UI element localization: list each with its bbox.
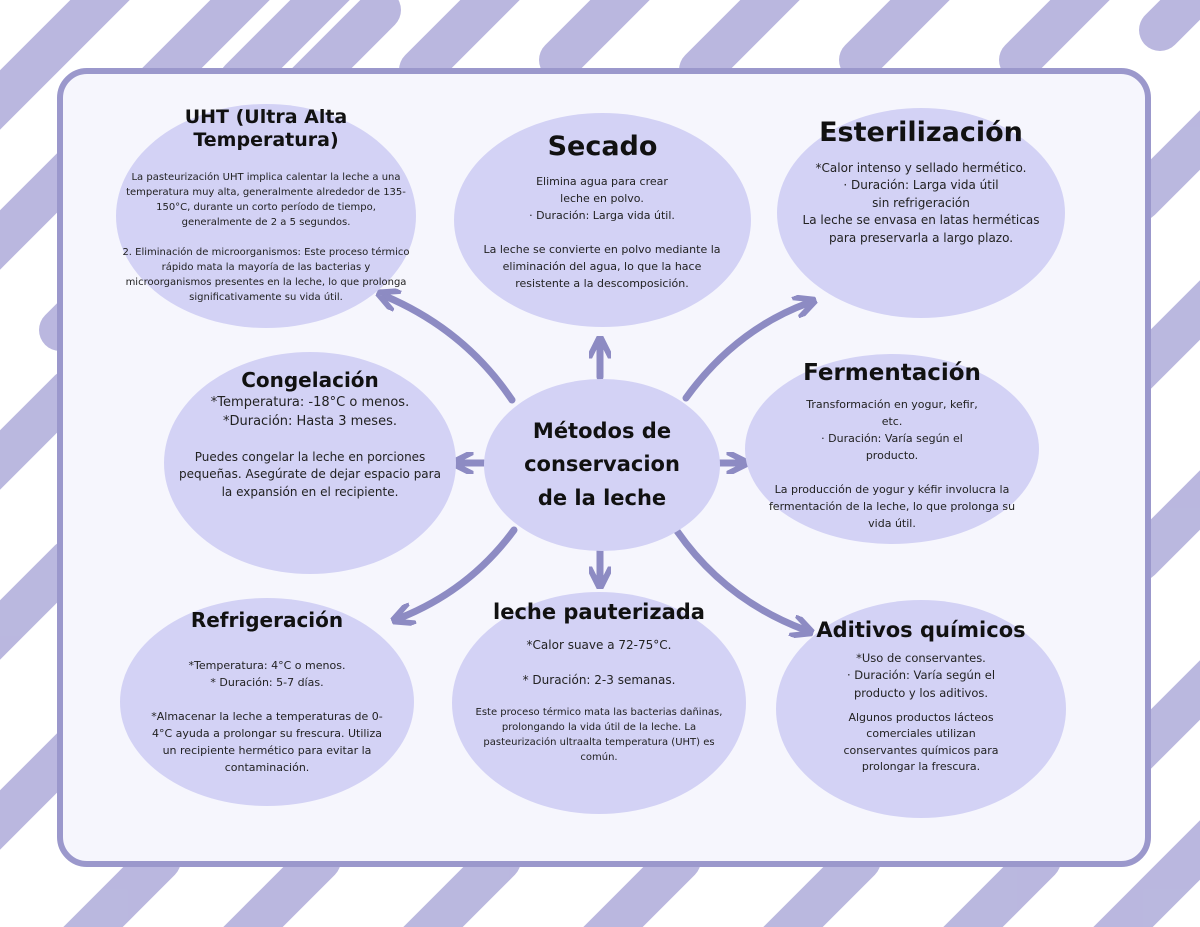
node-uht-text: La pasteurización UHT implica calentar l…	[126, 172, 406, 228]
node-esterilizacion-title: Esterilización	[819, 117, 1023, 148]
node-refrigeracion: Refrigeración *Temperatura: 4°C o menos.…	[120, 598, 414, 806]
node-secado: Secado Elimina agua para crear leche en …	[454, 113, 751, 327]
node-fermentacion: Fermentación Transformación en yogur, ke…	[745, 354, 1039, 544]
node-congelacion-text: *Temperatura: -18°C o menos.	[210, 395, 410, 410]
node-secado-body: Elimina agua para crear leche en polvo. …	[484, 173, 721, 292]
node-refrigeracion-text: * Duración: 5-7 días.	[210, 676, 324, 690]
node-fermentacion-body: Transformación en yogur, kefir, etc. · D…	[767, 396, 1017, 532]
node-congelacion: Congelación *Temperatura: -18°C o menos.…	[164, 352, 456, 574]
node-fermentacion-text: Transformación en yogur, kefir, etc.	[806, 398, 978, 429]
node-fermentacion-title: Fermentación	[803, 360, 981, 386]
node-secado-title: Secado	[547, 131, 658, 162]
node-esterilizacion-text: *Calor intenso y sellado hermético.	[815, 161, 1027, 175]
center-node: Métodos de conservacion de la leche	[484, 379, 720, 551]
node-aditivos: Aditivos químicos *Uso de conservantes. …	[776, 600, 1066, 818]
node-esterilizacion-text: · Duración: Larga vida útil sin refriger…	[843, 178, 999, 210]
node-esterilizacion-body: *Calor intenso y sellado hermético. · Du…	[791, 160, 1051, 247]
node-pauterizada: leche pauterizada *Calor suave a 72-75°C…	[452, 592, 746, 814]
node-aditivos-text: · Duración: Varía según el producto y lo…	[846, 668, 996, 700]
center-title: Métodos de conservacion de la leche	[524, 418, 680, 510]
node-secado-text: Elimina agua para crear leche en polvo.	[536, 175, 668, 206]
node-refrigeracion-text: *Temperatura: 4°C o menos.	[188, 659, 346, 673]
node-congelacion-text: *Duración: Hasta 3 meses.	[223, 413, 397, 429]
node-secado-text: · Duración: Larga vida útil.	[529, 209, 675, 223]
node-pauterizada-body: *Calor suave a 72-75°C. * Duración: 2-3 …	[466, 636, 732, 765]
node-pauterizada-text: * Duración: 2-3 semanas.	[522, 672, 676, 687]
node-aditivos-title: Aditivos químicos	[816, 618, 1026, 642]
node-aditivos-text: *Uso de conservantes.	[856, 651, 986, 665]
node-esterilizacion: Esterilización *Calor intenso y sellado …	[777, 108, 1065, 318]
node-refrigeracion-title: Refrigeración	[190, 608, 344, 632]
node-uht-body: La pasteurización UHT implica calentar l…	[120, 170, 412, 305]
node-refrigeracion-body: *Temperatura: 4°C o menos. * Duración: 5…	[150, 640, 384, 776]
node-congelacion-text: Puedes congelar la leche en porciones pe…	[179, 450, 441, 499]
node-fermentacion-text: La producción de yogur y kéfir involucra…	[768, 483, 1016, 531]
node-congelacion-body: *Temperatura: -18°C o menos. *Duración: …	[172, 394, 448, 501]
node-secado-text: La leche se convierte en polvo mediante …	[483, 243, 721, 291]
node-aditivos-body: *Uso de conservantes. · Duración: Varía …	[810, 650, 1032, 776]
node-pauterizada-text: Este proceso térmico mata las bacterias …	[475, 707, 723, 763]
node-uht-text: 2. Eliminación de microorganismos: Este …	[122, 247, 410, 303]
node-refrigeracion-text: *Almacenar la leche a temperaturas de 0-…	[151, 710, 383, 775]
node-congelacion-title: Congelación	[241, 368, 379, 392]
node-pauterizada-title: leche pauterizada	[493, 600, 705, 624]
node-uht-title: UHT (Ultra Alta Temperatura)	[184, 106, 348, 151]
node-pauterizada-text: *Calor suave a 72-75°C.	[526, 638, 672, 652]
node-uht: UHT (Ultra Alta Temperatura) La pasteuri…	[116, 104, 416, 328]
node-aditivos-text: Algunos productos lácteos comerciales ut…	[843, 710, 999, 774]
node-esterilizacion-text: La leche se envasa en latas herméticas p…	[802, 213, 1040, 245]
node-fermentacion-text: · Duración: Varía según el producto.	[821, 432, 963, 463]
